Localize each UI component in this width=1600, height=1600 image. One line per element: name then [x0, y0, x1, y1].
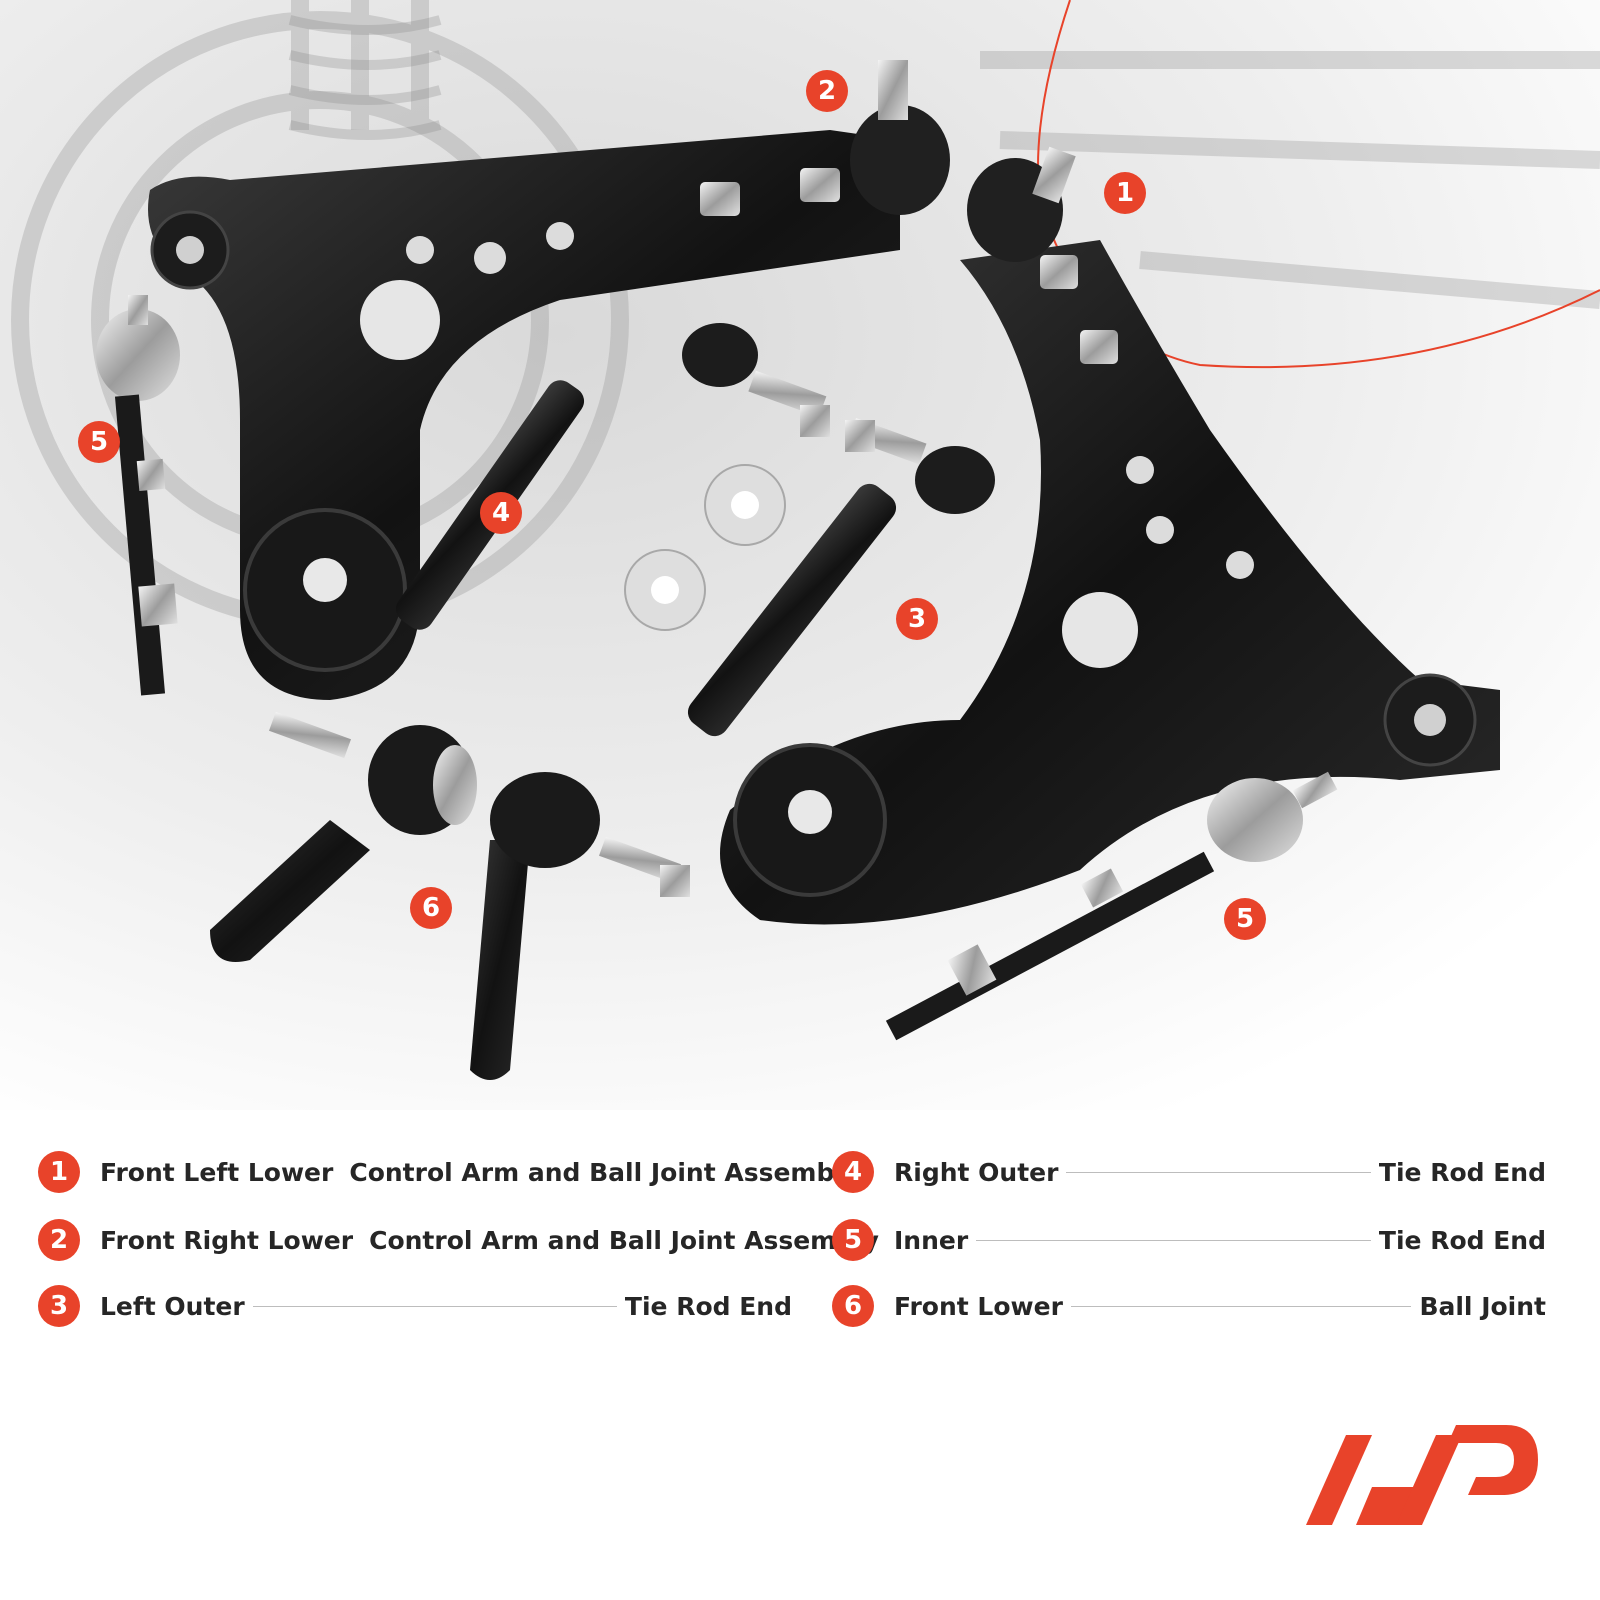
legend-position: Inner — [894, 1225, 969, 1255]
inner-tie-rod-left — [96, 295, 180, 696]
legend-part: Control Arm and Ball Joint Assembly — [369, 1225, 879, 1255]
legend-part: Control Arm and Ball Joint Assembly — [349, 1157, 860, 1187]
legend-position: Left Outer — [100, 1291, 245, 1321]
callout-badge-4: 4 — [480, 492, 522, 534]
legend-badge: 1 — [38, 1151, 80, 1193]
product-photo — [0, 0, 1600, 1110]
callout-badge-3: 3 — [896, 598, 938, 640]
legend-row-2: 2 Front Right Lower Control Arm and Ball… — [38, 1218, 879, 1262]
callout-badge-5-right: 5 — [1224, 898, 1266, 940]
inner-tie-rod-right — [885, 771, 1338, 1041]
legend-position: Front Left Lower — [100, 1157, 334, 1187]
leader-line — [1066, 1171, 1371, 1173]
background-spring — [288, 15, 442, 140]
callout-badge-2: 2 — [806, 70, 848, 112]
tab-washers — [624, 464, 786, 631]
leader-line — [976, 1239, 1371, 1241]
callout-badge-6: 6 — [410, 887, 452, 929]
legend-badge: 6 — [832, 1285, 874, 1327]
legend-row-5: 5 Inner Tie Rod End — [832, 1218, 1546, 1262]
callout-badge-5-left: 5 — [78, 421, 120, 463]
legend-row-4: 4 Right Outer Tie Rod End — [832, 1150, 1546, 1194]
ball-joint-left — [210, 711, 477, 962]
legend-badge: 5 — [832, 1219, 874, 1261]
callout-badge-1: 1 — [1104, 172, 1146, 214]
legend-part: Tie Rod End — [1378, 1157, 1546, 1187]
ball-joint-right — [470, 772, 690, 1080]
legend-row-1: 1 Front Left Lower Control Arm and Ball … — [38, 1150, 859, 1194]
legend-position: Right Outer — [894, 1157, 1059, 1187]
outer-tie-rod-left — [687, 418, 995, 737]
legend-position: Front Lower — [894, 1291, 1063, 1321]
legend-position: Front Right Lower — [100, 1225, 354, 1255]
legend-badge: 4 — [832, 1151, 874, 1193]
legend-part: Ball Joint — [1419, 1291, 1546, 1321]
legend-row-3: 3 Left Outer Tie Rod End — [38, 1284, 792, 1328]
brand-logo — [1306, 1425, 1538, 1525]
legend-badge: 2 — [38, 1219, 80, 1261]
legend-part: Tie Rod End — [1378, 1225, 1546, 1255]
legend-badge: 3 — [38, 1285, 80, 1327]
control-arm-front-right — [148, 60, 950, 700]
control-arm-front-left — [720, 146, 1500, 925]
leader-line — [1070, 1305, 1412, 1307]
parts-legend: 1 Front Left Lower Control Arm and Ball … — [0, 1150, 1600, 1370]
legend-part: Tie Rod End — [624, 1291, 792, 1321]
legend-row-6: 6 Front Lower Ball Joint — [832, 1284, 1546, 1328]
leader-line — [252, 1305, 617, 1307]
